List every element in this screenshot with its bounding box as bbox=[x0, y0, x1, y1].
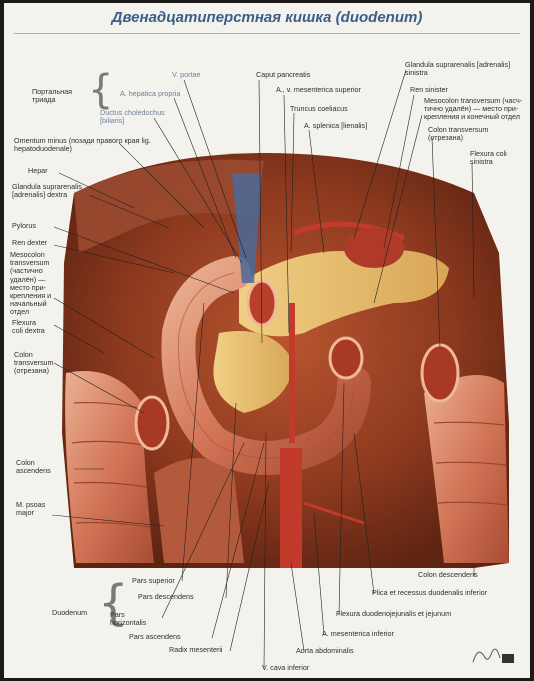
label-mesocolon-right: Mesocolon transversum (часч- тично удалё… bbox=[424, 96, 523, 122]
psoas-major bbox=[154, 458, 244, 563]
vena-cava bbox=[232, 173, 262, 283]
label-a-v-mesenterica-superior: A., v. mesenterica superior bbox=[276, 85, 361, 94]
label-flexura-coli-dextra: Flexura coli dextra bbox=[12, 318, 45, 336]
label-colon-descendens: Colon descendens bbox=[418, 570, 478, 579]
label-radix-mesenterii: Radix mesenterii bbox=[169, 645, 223, 654]
page: Двенадцатиперстная кишка (duodenum) bbox=[4, 3, 530, 678]
jejunum-cut-end bbox=[328, 336, 364, 380]
label-flexura-duodenojejunalis: Flexura duodenojejunalis et jejunum bbox=[336, 609, 452, 618]
pancreas-head bbox=[213, 331, 294, 413]
label-pars-descendens: Pars descendens bbox=[138, 592, 194, 601]
colon-transversum-left-cut bbox=[420, 343, 460, 403]
label-glandula-sinistra: Glandula suprarenalis [adrenalis] sinist… bbox=[405, 60, 511, 78]
label-aorta-abdominalis: Aorta abdominalis bbox=[296, 646, 354, 655]
aorta bbox=[280, 448, 302, 568]
colon-ascendens bbox=[65, 371, 154, 563]
label-ren-dexter: Ren dexter bbox=[12, 238, 48, 247]
label-v-cava-inferior: V. cava inferior bbox=[262, 663, 310, 672]
label-a-mesenterica-inferior: A. mesenterica inferior bbox=[322, 629, 394, 638]
portal-triad-brace: { bbox=[88, 67, 114, 113]
label-caput-pancreatis: Caput pancreatis bbox=[256, 70, 311, 79]
left-kidney bbox=[344, 228, 404, 268]
colon-transversum-right-cut bbox=[134, 395, 170, 451]
duodenum-brace: { bbox=[98, 575, 129, 631]
label-truncus-coeliacus: Truncus coeliacus bbox=[290, 104, 348, 113]
page-title: Двенадцатиперстная кишка (duodenum) bbox=[111, 9, 423, 26]
label-a-splenica: A. splenica [lienalis] bbox=[304, 121, 368, 130]
group-portal-triad: Портальная триада bbox=[32, 87, 73, 105]
leader-lines bbox=[51, 69, 475, 669]
label-mesocolon-left: Mesocolon transversum (частично удалён) … bbox=[10, 250, 52, 317]
label-ductus-choledochus: Ductus choledochus [biliaris] bbox=[100, 108, 165, 126]
label-pars-ascendens: Pars ascendens bbox=[129, 632, 181, 641]
label-flexura-coli-sinistra: Flexura coli sinistra bbox=[470, 149, 507, 167]
inferior-mesenteric-artery bbox=[303, 501, 365, 525]
liver bbox=[74, 159, 264, 253]
label-colon-transversum-right: Colon transversum (отрезана) bbox=[14, 350, 54, 376]
title-divider bbox=[14, 33, 520, 34]
label-omentum-minus: Omentum minus (позади правого края lig. … bbox=[14, 136, 151, 154]
label-v-portae: V. portae bbox=[172, 70, 201, 79]
label-hepar: Hepar bbox=[28, 166, 48, 175]
artist-signature-icon bbox=[472, 648, 514, 663]
label-pars-superior: Pars superior bbox=[132, 576, 175, 585]
group-duodenum: Duodenum bbox=[52, 608, 88, 617]
label-a-hepatica-propria: A. hepatica propria bbox=[120, 89, 181, 98]
label-plica-recessus: Plica et recessus duodenalis inferior bbox=[372, 588, 488, 597]
label-glandula-dextra: Glandula suprarenalis [adrenalis] dextra bbox=[12, 182, 82, 200]
label-colon-transversum-left: Colon transversum (отрезана) bbox=[428, 125, 489, 143]
label-colon-ascendens: Colon ascendens bbox=[16, 458, 51, 476]
label-pylorus: Pylorus bbox=[12, 221, 36, 230]
label-pars-horizontalis: Pars horizontalis bbox=[110, 610, 147, 628]
anatomy-illustration bbox=[51, 69, 509, 669]
label-ren-sinister: Ren sinister bbox=[410, 85, 448, 94]
label-m-psoas-major: M. psoas major bbox=[16, 500, 46, 518]
